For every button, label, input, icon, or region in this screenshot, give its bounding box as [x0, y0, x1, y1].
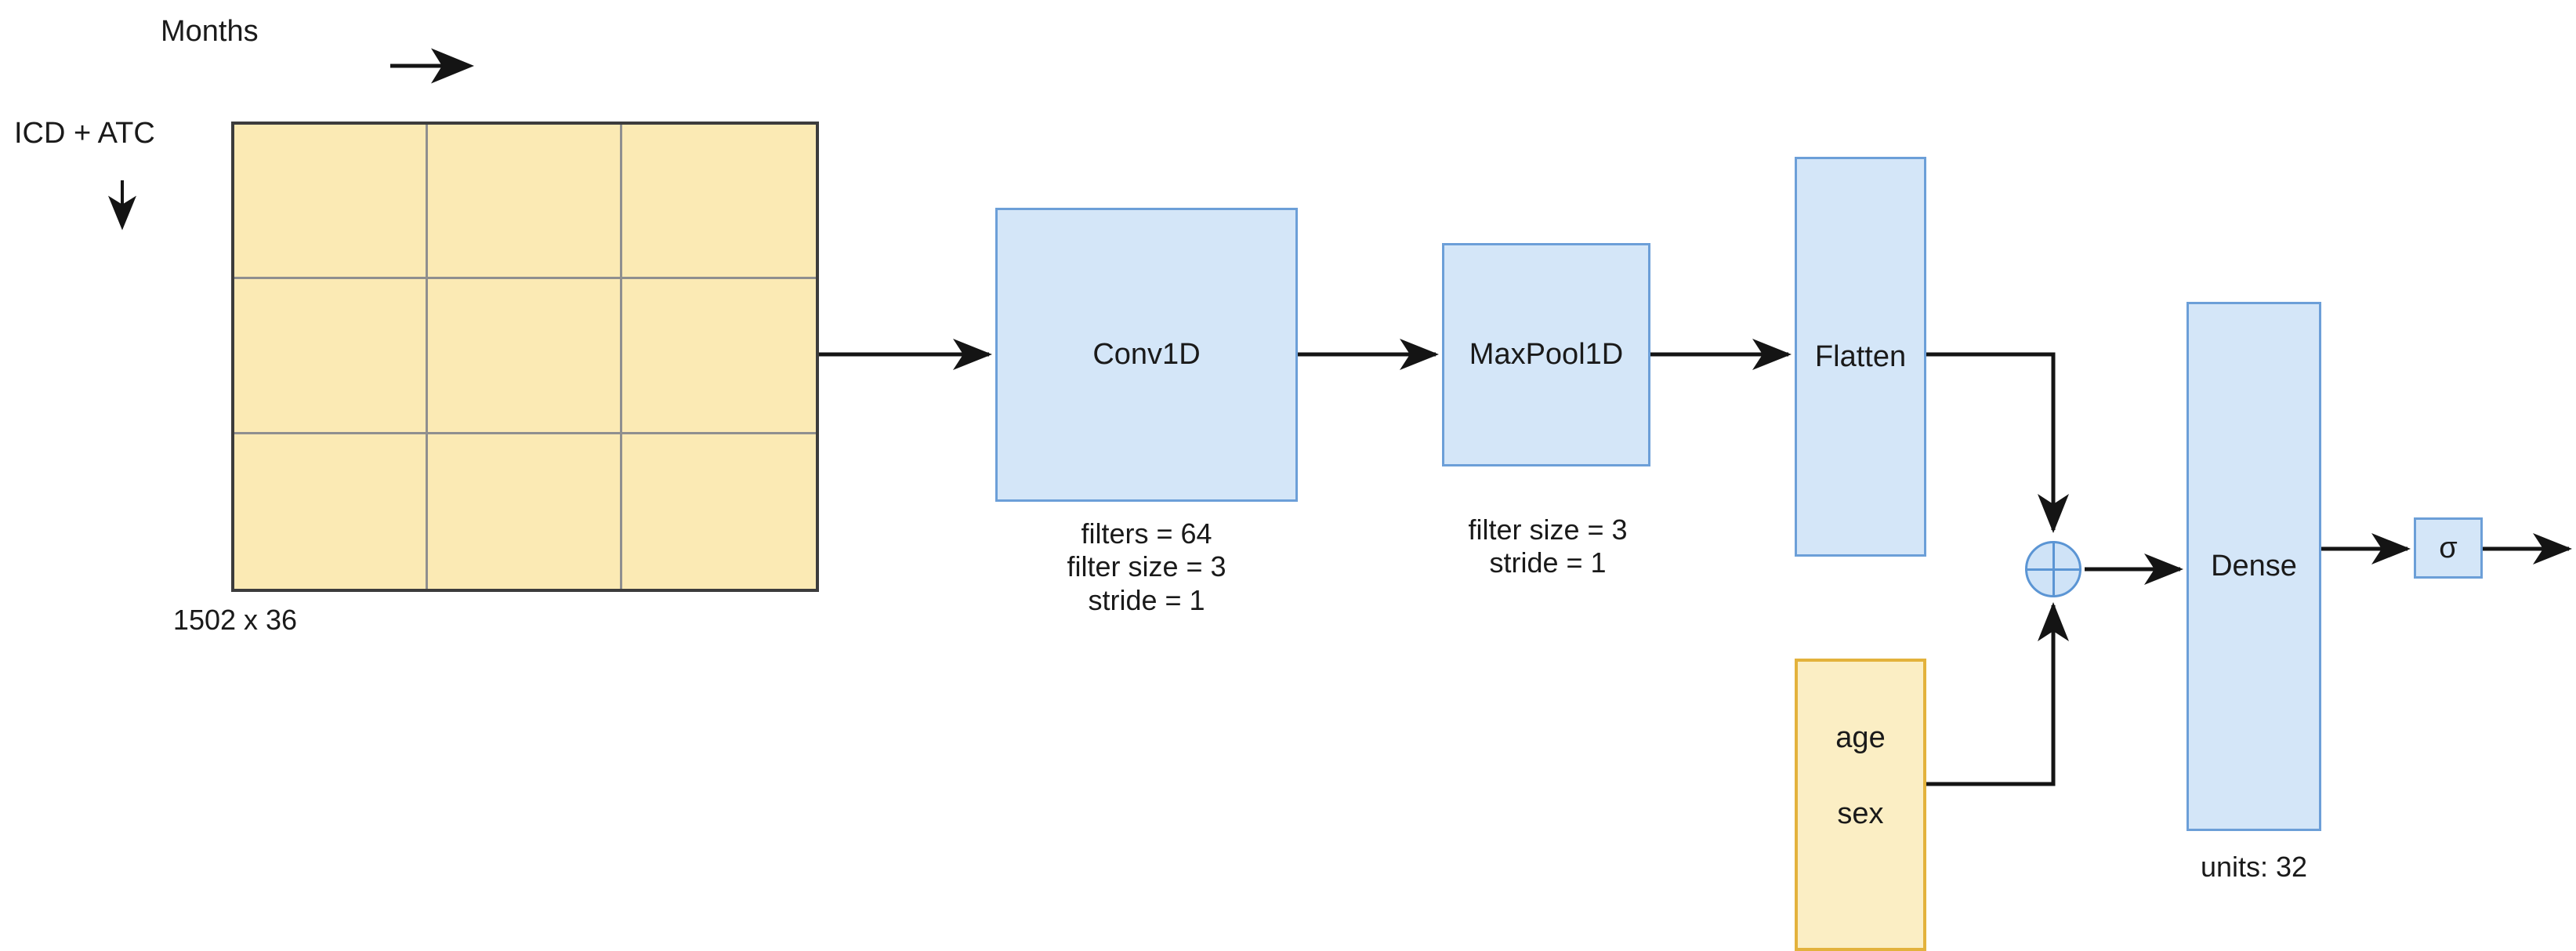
layer-dense[interactable]: Dense: [2187, 302, 2321, 831]
matrix-cell: [621, 279, 816, 434]
matrix-cell: [234, 434, 429, 589]
conv1d-param-filter-size: filter size = 3: [1067, 550, 1226, 583]
layer-flatten[interactable]: Flatten: [1795, 157, 1926, 557]
matrix-cell: [621, 125, 816, 280]
layer-conv1d-label: Conv1D: [1092, 338, 1201, 371]
concat-merge-icon[interactable]: [2025, 541, 2081, 597]
matrix-cell: [428, 279, 622, 434]
conv1d-params: filters = 64 filter size = 3 stride = 1: [1067, 517, 1226, 617]
side-input-age-sex[interactable]: age sex: [1795, 659, 1926, 951]
maxpool1d-param-filter-size: filter size = 3: [1468, 514, 1628, 546]
layer-sigmoid-label: σ: [2439, 531, 2458, 564]
matrix-cell: [621, 434, 816, 589]
input-matrix: [231, 122, 819, 592]
layer-maxpool1d-label: MaxPool1D: [1469, 338, 1624, 371]
matrix-cell: [428, 434, 622, 589]
matrix-cell: [234, 279, 429, 434]
side-input-age-label: age: [1835, 721, 1886, 754]
layer-flatten-label: Flatten: [1814, 339, 1907, 373]
arrow-flatten-to-concat: [1926, 352, 2069, 534]
layer-sigmoid[interactable]: σ: [2414, 517, 2483, 579]
maxpool1d-param-stride: stride = 1: [1489, 546, 1607, 579]
side-input-sex-label: sex: [1837, 797, 1884, 830]
matrix-shape-caption: 1502 x 36: [172, 604, 298, 636]
maxpool1d-params: filter size = 3 stride = 1: [1468, 514, 1627, 580]
months-axis-label: Months: [161, 15, 259, 48]
conv1d-param-filters: filters = 64: [1081, 517, 1212, 550]
layer-conv1d[interactable]: Conv1D: [995, 208, 1298, 502]
arrow-agesex-to-concat: [1926, 601, 2069, 786]
dense-param-units: units: 32: [2200, 851, 2308, 883]
layer-dense-label: Dense: [2211, 550, 2297, 583]
icd-atc-axis-label: ICD + ATC: [14, 117, 155, 150]
conv1d-param-stride: stride = 1: [1088, 583, 1205, 616]
layer-maxpool1d[interactable]: MaxPool1D: [1442, 243, 1650, 466]
concat-vertical-stroke: [2052, 541, 2055, 597]
matrix-cell: [428, 125, 622, 280]
dense-params: units: 32: [2201, 851, 2307, 884]
matrix-cell: [234, 125, 429, 280]
